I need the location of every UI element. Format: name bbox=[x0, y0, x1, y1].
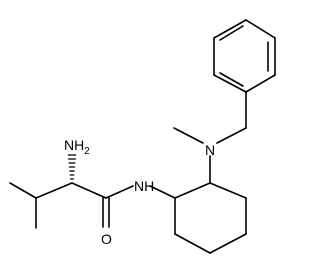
amide-nitrogen-label: NH bbox=[134, 178, 154, 194]
bond-n-benzyl bbox=[216, 127, 247, 144]
bond-n-methyl bbox=[173, 127, 204, 144]
tertiary-amine-label: N bbox=[205, 142, 215, 158]
benzene-ring bbox=[213, 19, 276, 93]
chemical-structure: NH2 NH O N bbox=[9, 19, 276, 254]
bond-nh-ring bbox=[149, 185, 176, 199]
bond-isopropyl-alpha bbox=[35, 182, 73, 199]
cyclohexane-ring bbox=[174, 182, 247, 254]
bond-alpha-carbonyl bbox=[71, 182, 107, 199]
bond-carbonyl-nh bbox=[105, 185, 134, 199]
stereo-hash-bond bbox=[67, 154, 77, 180]
amino-group-label: NH2 bbox=[64, 137, 90, 157]
carbonyl-oxygen-label: O bbox=[101, 231, 112, 247]
bond-methyl-left bbox=[9, 182, 37, 199]
